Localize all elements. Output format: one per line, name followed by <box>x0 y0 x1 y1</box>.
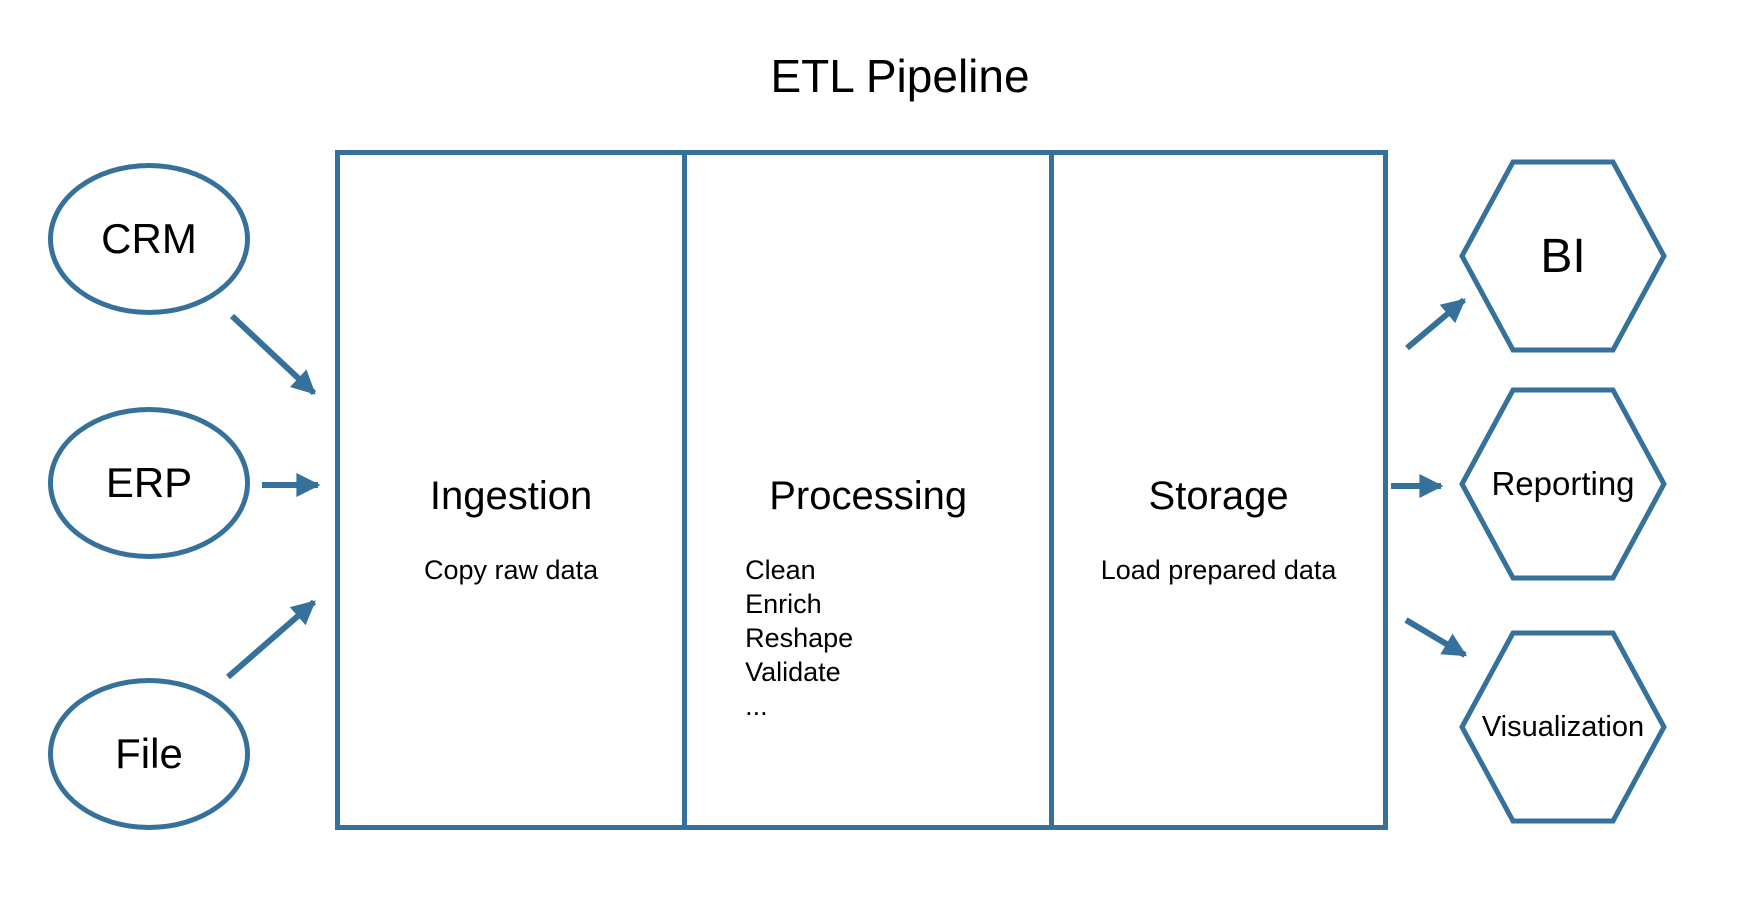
source-label-erp: ERP <box>105 459 193 506</box>
processing-step: Reshape <box>745 623 854 653</box>
arrow-file-to-ingestion <box>226 599 316 680</box>
source-label-file: File <box>115 730 183 777</box>
stage-ingestion-title: Ingestion <box>429 474 593 518</box>
hexagon-shape-icon <box>1459 159 1667 353</box>
arrow-storage-to-visualization <box>1404 617 1468 658</box>
hexagon-shape-icon <box>1459 387 1667 581</box>
stage-ingestion-detail: Copy raw data <box>424 555 599 585</box>
stage-processing: Processing Clean Enrich Reshape Validate… <box>682 155 1049 825</box>
source-label-crm: CRM <box>101 215 197 262</box>
stage-storage-detail: Load prepared data <box>1100 555 1337 585</box>
processing-step: Validate <box>745 657 841 687</box>
source-node-erp: ERP <box>48 407 250 559</box>
stage-storage: Storage Load prepared data <box>1049 155 1383 825</box>
processing-step: ... <box>745 691 768 721</box>
arrow-crm-to-ingestion <box>229 313 317 396</box>
stage-processing-details: Clean Enrich Reshape Validate ... <box>745 553 853 723</box>
stage-processing-title: Processing <box>769 474 968 518</box>
destination-node-bi: BI <box>1458 158 1668 354</box>
hexagon-shape-icon <box>1459 630 1667 824</box>
processing-step: Clean <box>745 555 816 585</box>
destination-node-reporting: Reporting <box>1458 386 1668 582</box>
processing-step: Enrich <box>745 589 822 619</box>
destination-label-reporting: Reporting <box>1491 465 1635 502</box>
source-node-file: File <box>48 678 250 830</box>
stage-ingestion: Ingestion Copy raw data <box>340 155 682 825</box>
stage-storage-title: Storage <box>1148 474 1289 518</box>
destination-label-visualization: Visualization <box>1481 710 1645 743</box>
diagram-title: ETL Pipeline <box>770 50 1030 102</box>
pipeline-container: Ingestion Copy raw data Processing Clean… <box>335 150 1388 830</box>
destination-node-visualization: Visualization <box>1458 629 1668 825</box>
arrow-storage-to-bi <box>1405 297 1466 351</box>
destination-label-bi: BI <box>1540 229 1586 283</box>
source-node-crm: CRM <box>48 163 250 315</box>
